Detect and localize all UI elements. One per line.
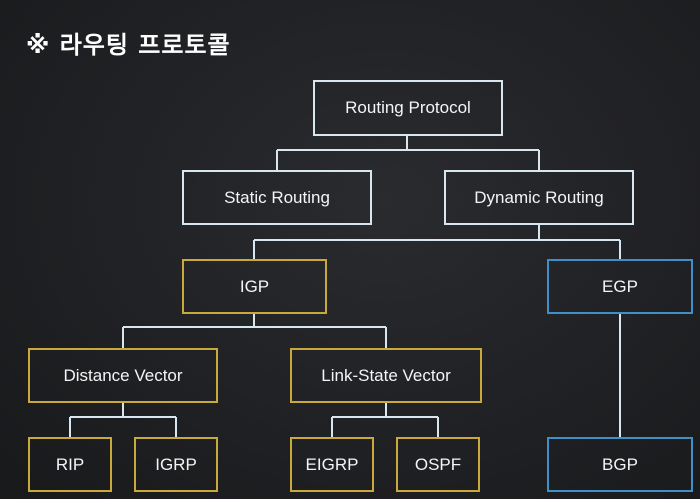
- node-egp: EGP: [547, 259, 693, 314]
- node-link-state-vector: Link-State Vector: [290, 348, 482, 403]
- node-ospf: OSPF: [396, 437, 480, 492]
- node-dynamic-routing: Dynamic Routing: [444, 170, 634, 225]
- node-eigrp: EIGRP: [290, 437, 374, 492]
- node-rip: RIP: [28, 437, 112, 492]
- node-routing-protocol: Routing Protocol: [313, 80, 503, 136]
- node-igp: IGP: [182, 259, 327, 314]
- node-bgp: BGP: [547, 437, 693, 492]
- slide-title: ※ 라우팅 프로토콜: [26, 31, 231, 59]
- node-igrp: IGRP: [134, 437, 218, 492]
- node-static-routing: Static Routing: [182, 170, 372, 225]
- node-distance-vector: Distance Vector: [28, 348, 218, 403]
